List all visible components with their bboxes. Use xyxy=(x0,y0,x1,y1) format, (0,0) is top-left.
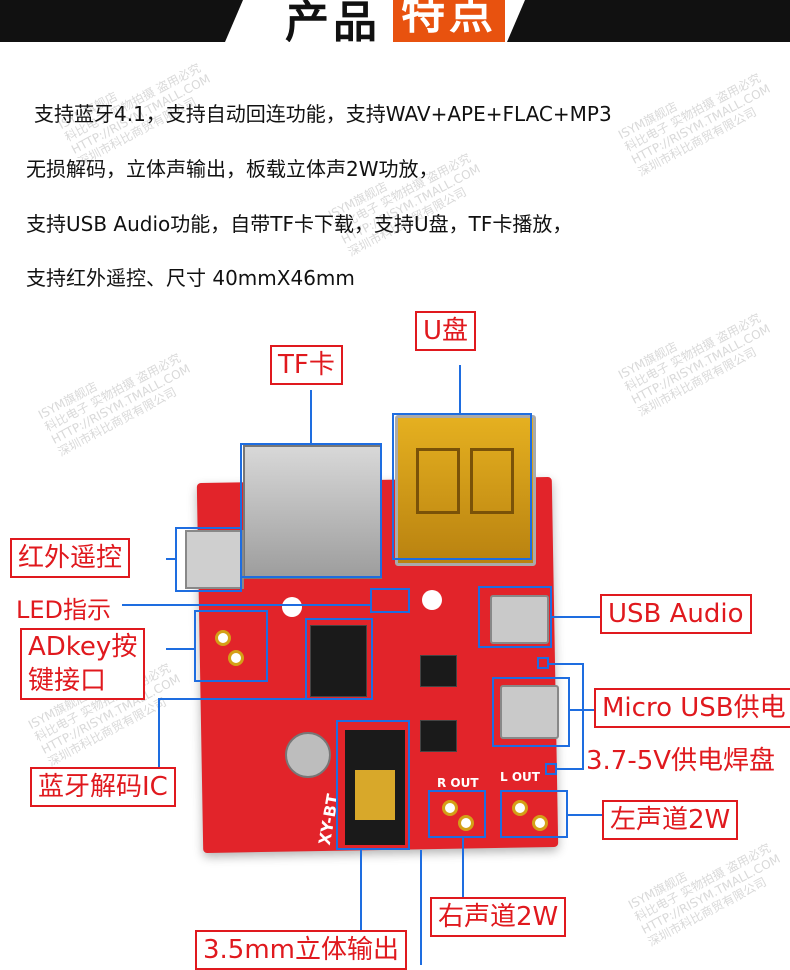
led-box xyxy=(370,588,410,613)
tf-leader xyxy=(310,390,312,445)
label-led: LED指示 xyxy=(16,596,112,624)
usb-audio-box xyxy=(478,586,552,648)
micro-usb-box xyxy=(492,677,570,747)
left-out-pad xyxy=(512,800,528,816)
label-tf-card: TF卡 xyxy=(270,345,343,385)
amp-chip-2 xyxy=(420,720,457,752)
right-channel-box xyxy=(428,790,486,838)
right-channel-leader xyxy=(462,838,464,898)
label-micro-usb: Micro USB供电 xyxy=(594,688,790,728)
audio-jack xyxy=(345,730,405,845)
r-out-silk: R OUT xyxy=(437,776,479,790)
label-adkey: ADkey按 键接口 xyxy=(20,628,146,700)
pad-leader-v xyxy=(582,663,584,769)
header-banner: 产品 特点 xyxy=(0,0,790,42)
adkey-leader xyxy=(166,648,196,650)
usb-audio-leader xyxy=(551,616,601,618)
u-disk-leader xyxy=(459,365,461,415)
tf-card-box xyxy=(240,443,382,578)
usb-a-port xyxy=(395,415,536,566)
adkey-pad xyxy=(228,650,244,666)
crystal-oscillator xyxy=(285,732,331,778)
banner-title-part2: 特点 xyxy=(393,0,505,42)
pad-leader-top xyxy=(548,663,582,665)
label-jack: 3.5mm立体输出 xyxy=(195,930,408,970)
usb-audio-port xyxy=(490,595,549,644)
left-channel-leader xyxy=(567,814,603,816)
label-pads: 3.7-5V供电焊盘 xyxy=(586,746,776,776)
right-out-pad xyxy=(458,815,474,831)
description-line-4: 支持红外遥控、尺寸 40mmX46mm xyxy=(26,266,355,290)
mount-hole xyxy=(282,597,302,617)
jack-leader xyxy=(360,850,362,930)
description-line-3: 支持USB Audio功能，自带TF卡下载，支持U盘，TF卡播放， xyxy=(26,212,573,236)
banner-title-part1: 产品 xyxy=(285,0,381,42)
bt-ic-box xyxy=(305,618,373,700)
adkey-pad xyxy=(215,630,231,646)
ir-receiver xyxy=(185,530,244,589)
ir-leader xyxy=(166,558,176,560)
mount-hole xyxy=(422,590,442,610)
label-u-disk: U盘 xyxy=(415,311,477,351)
l-out-silk: L OUT xyxy=(500,770,540,784)
left-out-pad xyxy=(532,815,548,831)
label-left-channel: 左声道2W xyxy=(602,800,739,840)
left-channel-box xyxy=(500,790,568,838)
amp-chip-1 xyxy=(420,655,457,687)
label-ir-remote: 红外遥控 xyxy=(10,538,131,578)
ir-box xyxy=(175,527,242,592)
right-out-pad xyxy=(442,800,458,816)
u-disk-box xyxy=(392,413,532,560)
description-line-1: 支持蓝牙4.1，支持自动回连功能，支持WAV+APE+FLAC+MP3 xyxy=(34,102,612,126)
jack-box xyxy=(336,720,410,850)
led-leader xyxy=(122,604,372,606)
jack-leader-2 xyxy=(420,850,422,965)
description-line-2: 无损解码，立体声输出，板载立体声2W功放， xyxy=(26,157,439,181)
bt-decoder-chip xyxy=(310,625,367,697)
label-usb-audio: USB Audio xyxy=(600,594,752,634)
adkey-box xyxy=(194,610,268,682)
bt-ic-leader-v xyxy=(158,698,160,768)
tf-card-slot xyxy=(243,445,382,579)
bt-ic-leader-h xyxy=(158,698,318,700)
micro-usb-port xyxy=(500,685,559,739)
label-right-channel: 右声道2W xyxy=(430,897,567,937)
label-bt-ic: 蓝牙解码IC xyxy=(30,767,176,807)
pad-leader-bottom xyxy=(556,768,584,770)
